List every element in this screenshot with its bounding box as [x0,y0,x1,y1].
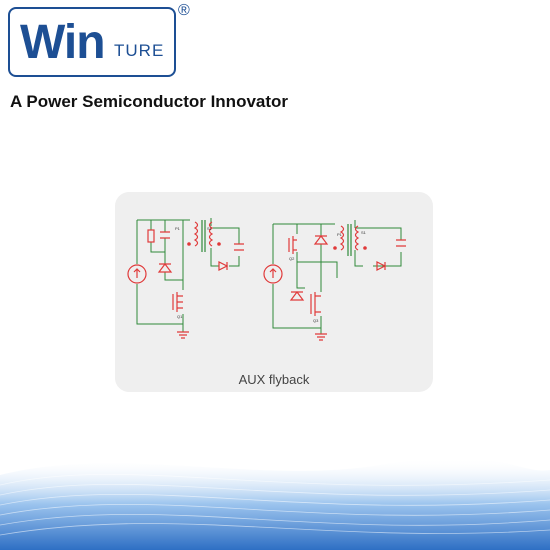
decorative-wave-background [0,458,550,550]
registered-mark: ® [178,2,190,19]
circuit-diagram-card: P1 S1 Q1 [115,192,433,392]
figure-caption: AUX flyback [238,372,310,387]
left-circuit [136,218,240,332]
left-label-p1: P1 [175,226,181,231]
right-label-q2: Q2 [289,256,295,261]
tagline: A Power Semiconductor Innovator [10,92,289,111]
left-label-s1: S1 [207,226,213,231]
right-label-s1: S1 [361,230,367,235]
right-label-p1: P1 [337,232,343,237]
logo-main-text: Win [20,16,106,69]
right-circuit [272,220,402,334]
aux-flyback-schematic: P1 S1 Q1 [127,218,406,341]
right-label-q3: Q3 [313,318,319,323]
left-circuit-parts [127,220,244,339]
right-circuit-parts [263,224,406,341]
logo-suffix-text: TURE [114,41,165,60]
company-logo: Win TURE [8,7,176,77]
left-label-q1: Q1 [177,314,183,319]
